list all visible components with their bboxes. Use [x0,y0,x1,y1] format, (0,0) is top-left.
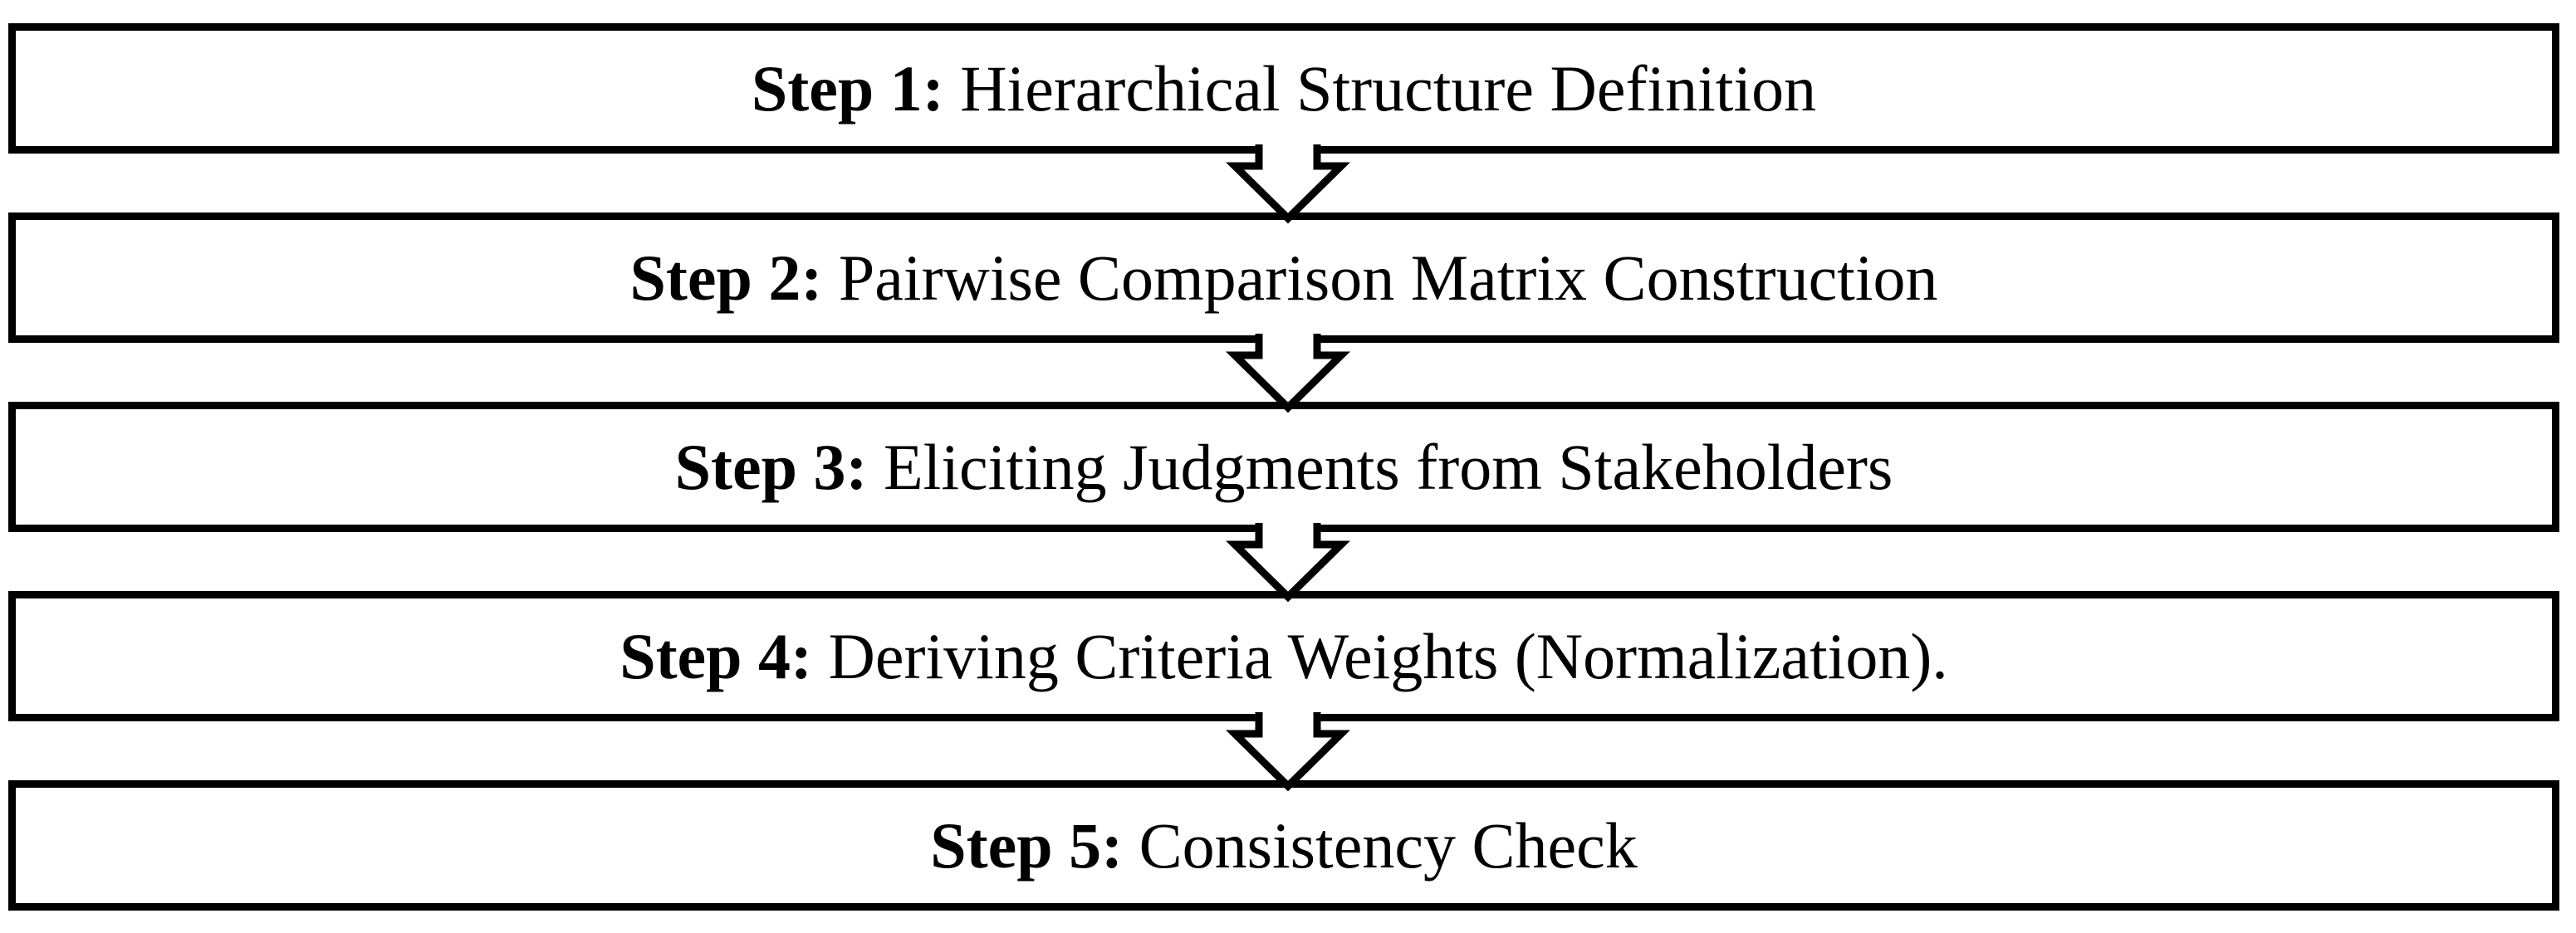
step-2-prefix: Step 2: [629,241,823,314]
down-arrow-icon [1226,712,1350,792]
down-arrow-connector-4 [1226,712,1350,792]
step-1-label: Hierarchical Structure Definition [943,51,1817,125]
down-arrow-icon [1226,523,1350,603]
step-5-box: Step 5: Consistency Check [8,780,2559,911]
down-arrow-connector-1 [1226,144,1350,224]
step-5-label: Consistency Check [1123,808,1638,882]
down-arrow-connector-3 [1226,523,1350,603]
step-2-label: Pairwise Comparison Matrix Construction [822,241,1938,314]
step-2-box: Step 2: Pairwise Comparison Matrix Const… [8,212,2559,343]
step-1-box: Step 1: Hierarchical Structure Definitio… [8,23,2559,154]
down-arrow-connector-2 [1226,334,1350,413]
step-5-prefix: Step 5: [930,808,1124,882]
step-4-box: Step 4: Deriving Criteria Weights (Norma… [8,591,2559,721]
down-arrow-icon [1226,144,1350,224]
step-3-prefix: Step 3: [674,430,868,503]
step-4-prefix: Step 4: [620,619,813,692]
step-1-prefix: Step 1: [751,51,944,125]
step-4-label: Deriving Criteria Weights (Normalization… [812,619,1948,692]
step-3-label: Eliciting Judgments from Stakeholders [867,430,1893,503]
down-arrow-icon [1226,334,1350,413]
step-3-box: Step 3: Eliciting Judgments from Stakeho… [8,402,2559,532]
